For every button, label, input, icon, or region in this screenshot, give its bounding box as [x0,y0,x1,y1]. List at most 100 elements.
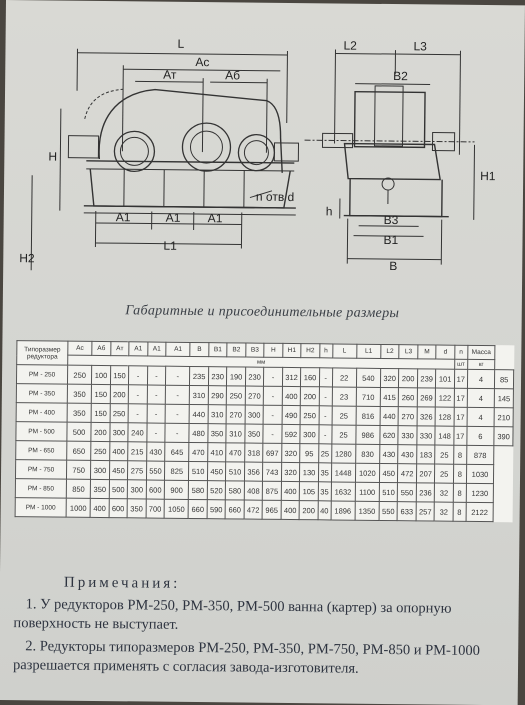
table-cell: - [129,366,148,385]
column-header: B [190,342,209,356]
column-header: A1 [147,342,166,356]
table-cell: 430 [380,444,399,463]
label-L2: L2 [343,39,357,53]
table-cell: 900 [164,480,188,499]
column-header: A1 [129,342,148,356]
table-cell: - [319,387,332,406]
table-cell: 1100 [355,482,379,501]
table-cell: 472 [244,500,263,519]
table-cell: 2122 [466,502,494,521]
table-cell: 510 [226,462,245,481]
row-name-cell: РМ - 500 [16,422,67,442]
table-cell: 350 [90,479,109,498]
table-cell: 101 [436,369,455,388]
table-cell: 269 [417,388,436,407]
table-cell: 300 [127,480,146,499]
table-cell: 510 [189,461,208,480]
table-cell: 350 [127,499,146,518]
table-cell: 300 [110,423,129,442]
table-cell: 650 [67,441,91,460]
table-cell: 1000 [66,498,90,517]
label-H: H [48,149,57,163]
table-cell: - [147,404,166,423]
table-cell: 290 [208,386,227,405]
column-header: L [332,344,356,358]
table-cell: 270 [245,386,264,405]
table-cell: - [263,405,282,424]
table-cell: - [147,385,166,404]
table-cell: 190 [227,367,246,386]
table-cell: 105 [300,482,319,501]
table-cell: 415 [380,387,399,406]
table-cell: 300 [300,425,319,444]
table-cell: 8 [453,483,466,502]
table-cell: 408 [244,481,263,500]
table-cell: 878 [466,445,494,464]
table-cell: 40 [318,501,331,520]
column-header: L3 [399,345,418,359]
table-cell: 1030 [466,464,494,483]
label-B1: B1 [383,233,398,247]
table-cell: 17 [454,407,467,426]
table-cell: 633 [397,502,416,521]
table-cell: 8 [454,445,467,464]
table-cell: 239 [417,369,436,388]
column-header: B2 [227,343,246,357]
table-cell: 330 [398,426,417,445]
table-cell: 350 [67,403,91,422]
table-cell: 326 [417,407,436,426]
column-header: L1 [356,344,380,358]
table-cell: 1230 [466,483,494,502]
table-cell: 25 [318,444,331,463]
unit-pcs: шт [455,359,468,369]
table-cell: 250 [300,406,319,425]
table-cell: 260 [399,388,418,407]
table-cell: 850 [66,479,90,498]
column-header: Aт [110,342,129,356]
table-cell: 660 [188,499,207,518]
table-cell: 250 [227,386,246,405]
row-name-cell: РМ - 400 [16,403,67,423]
table-cell: 215 [128,442,147,461]
table-cell: 645 [165,442,189,461]
table-cell: 25 [331,425,355,444]
table-cell: 875 [263,481,282,500]
table-cell: 500 [109,480,128,499]
column-header: M [418,345,437,359]
table-cell: 150 [91,384,110,403]
table-cell: 35 [318,463,331,482]
table-cell: 4 [467,388,495,407]
label-L: L [177,37,184,51]
column-header: H [264,343,283,357]
table-cell: 350 [208,424,227,443]
table-cell: 490 [282,405,301,424]
table-cell: 35 [318,482,331,501]
table-cell: 23 [332,387,356,406]
note-2: 2. Редукторы типоразмеров РМ-250, РМ-350… [13,637,513,680]
table-cell: 986 [356,425,380,444]
table-cell: - [264,386,283,405]
column-header: B3 [246,343,265,357]
table-cell: - [128,385,147,404]
table-cell: 472 [398,464,417,483]
table-cell: 300 [245,405,264,424]
table-cell: 400 [281,500,300,519]
table-cell: 8 [453,502,466,521]
column-header: A1 [166,342,190,356]
table-cell: 320 [281,462,300,481]
table-cell: 250 [110,404,129,423]
table-cell: 965 [262,500,281,519]
label-H2: H2 [19,251,35,265]
table-cell: 25 [435,464,454,483]
table-cell: 250 [91,441,110,460]
column-header: n [455,345,468,359]
table-caption: Габаритные и присоединительные размеры [3,302,522,323]
table-cell: 710 [356,387,380,406]
notes-title: Примечания: [64,575,514,597]
table-cell: 400 [281,481,300,500]
table-cell: 590 [207,500,226,519]
table-cell: 592 [282,424,301,443]
table-cell: 312 [282,367,301,386]
table-cell: 320 [281,443,300,462]
